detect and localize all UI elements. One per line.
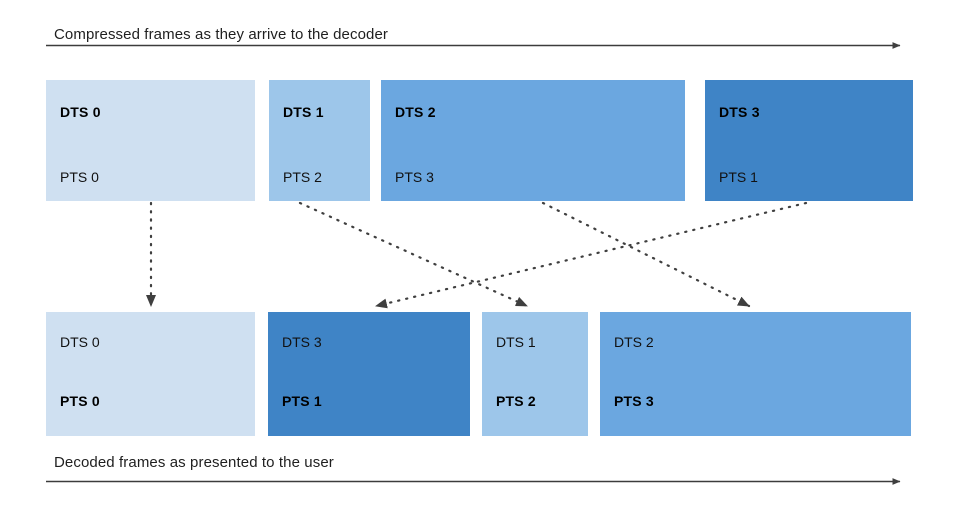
- mapping-arrow-frame1: [298, 201, 529, 308]
- frame-dts-label: DTS 2: [395, 104, 436, 120]
- frame-pts-label: PTS 0: [60, 169, 99, 185]
- frame-dts-label: DTS 2: [614, 334, 654, 350]
- frame-dts-label: DTS 3: [719, 104, 760, 120]
- mapping-arrow-frame2: [541, 201, 751, 308]
- frame-dts-label: DTS 0: [60, 334, 100, 350]
- frame-pts-label: PTS 1: [719, 169, 758, 185]
- compressed-frame-1[interactable]: DTS 1 PTS 2: [269, 80, 370, 201]
- frame-pts-label: PTS 2: [496, 393, 536, 409]
- frame-pts-label: PTS 1: [282, 393, 322, 409]
- bottom-timeline-caption: Decoded frames as presented to the user: [54, 454, 334, 471]
- decoded-frame-2[interactable]: DTS 1 PTS 2: [482, 312, 588, 436]
- frame-dts-label: DTS 0: [60, 104, 101, 120]
- compressed-frame-0[interactable]: DTS 0 PTS 0: [46, 80, 255, 201]
- frame-dts-label: DTS 3: [282, 334, 322, 350]
- mapping-arrow-frame3: [374, 201, 808, 309]
- frame-pts-label: PTS 3: [395, 169, 434, 185]
- decoded-frame-3[interactable]: DTS 2 PTS 3: [600, 312, 911, 436]
- top-timeline-caption: Compressed frames as they arrive to the …: [54, 26, 389, 43]
- compressed-frame-2[interactable]: DTS 2 PTS 3: [381, 80, 685, 201]
- frame-pts-label: PTS 3: [614, 393, 654, 409]
- frame-pts-label: PTS 2: [283, 169, 322, 185]
- decoded-frame-1[interactable]: DTS 3 PTS 1: [268, 312, 470, 436]
- decoded-frame-0[interactable]: DTS 0 PTS 0: [46, 312, 255, 436]
- frame-pts-label: PTS 0: [60, 393, 100, 409]
- compressed-frame-3[interactable]: DTS 3 PTS 1: [705, 80, 913, 201]
- frame-dts-label: DTS 1: [283, 104, 324, 120]
- frame-dts-label: DTS 1: [496, 334, 536, 350]
